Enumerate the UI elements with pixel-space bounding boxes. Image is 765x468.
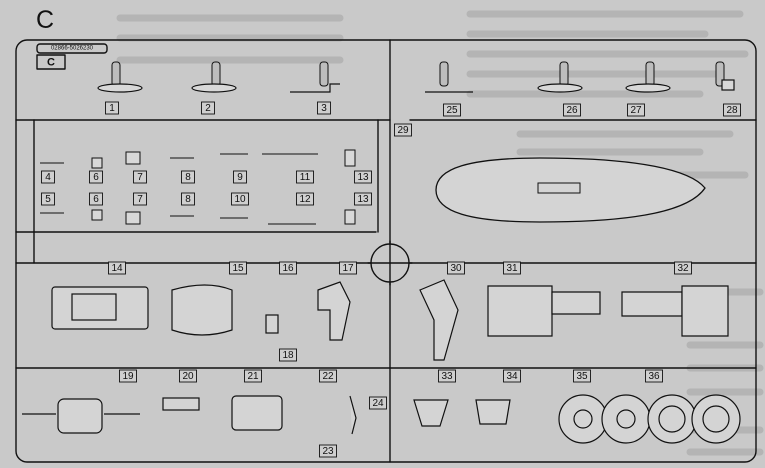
svg-text:29: 29 xyxy=(397,125,409,136)
svg-text:8: 8 xyxy=(185,172,191,183)
part-label-25: 25 xyxy=(443,103,461,117)
svg-text:32: 32 xyxy=(677,263,689,274)
svg-text:26: 26 xyxy=(566,105,578,116)
svg-text:21: 21 xyxy=(247,371,259,382)
part-label-8: 8 xyxy=(181,192,195,206)
part-label-36: 36 xyxy=(645,369,663,383)
svg-text:19: 19 xyxy=(122,371,134,382)
part-label-35: 35 xyxy=(573,369,591,383)
part-label-22: 22 xyxy=(319,369,337,383)
svg-text:16: 16 xyxy=(282,263,294,274)
part-label-30: 30 xyxy=(447,261,465,275)
part-label-7: 7 xyxy=(133,170,147,184)
part-label-7: 7 xyxy=(133,192,147,206)
svg-text:20: 20 xyxy=(182,371,194,382)
svg-text:28: 28 xyxy=(726,105,738,116)
svg-text:2: 2 xyxy=(205,103,211,114)
svg-text:35: 35 xyxy=(576,371,588,382)
part-label-13: 13 xyxy=(354,192,372,206)
svg-text:1: 1 xyxy=(109,103,115,114)
sprue-letter: C xyxy=(47,57,55,69)
svg-text:13: 13 xyxy=(357,194,369,205)
svg-text:33: 33 xyxy=(441,371,453,382)
svg-text:6: 6 xyxy=(93,194,99,205)
part-label-24: 24 xyxy=(369,396,387,410)
part-label-14: 14 xyxy=(108,261,126,275)
part-label-12: 12 xyxy=(296,192,314,206)
part-label-5: 5 xyxy=(41,192,55,206)
svg-text:22: 22 xyxy=(322,371,334,382)
part-label-19: 19 xyxy=(119,369,137,383)
part-label-9: 9 xyxy=(233,170,247,184)
part-label-28: 28 xyxy=(723,103,741,117)
svg-text:3: 3 xyxy=(321,103,327,114)
part-29-hull xyxy=(435,157,706,223)
part-label-3: 3 xyxy=(317,101,331,115)
svg-text:6: 6 xyxy=(93,172,99,183)
svg-text:11: 11 xyxy=(300,172,311,183)
part-label-6: 6 xyxy=(89,170,103,184)
svg-text:8: 8 xyxy=(185,194,191,205)
svg-text:13: 13 xyxy=(357,172,369,183)
part-label-1: 1 xyxy=(105,101,119,115)
svg-text:24: 24 xyxy=(372,398,384,409)
part-label-2: 2 xyxy=(201,101,215,115)
svg-text:5: 5 xyxy=(45,194,51,205)
sheet-letter: C xyxy=(36,6,55,34)
svg-text:12: 12 xyxy=(299,194,311,205)
part-label-16: 16 xyxy=(279,261,297,275)
svg-text:15: 15 xyxy=(232,263,244,274)
svg-text:25: 25 xyxy=(446,105,458,116)
part-label-6: 6 xyxy=(89,192,103,206)
svg-text:7: 7 xyxy=(137,194,143,205)
part-label-34: 34 xyxy=(503,369,521,383)
part-label-20: 20 xyxy=(179,369,197,383)
svg-text:30: 30 xyxy=(450,263,462,274)
svg-text:27: 27 xyxy=(630,105,642,116)
svg-text:7: 7 xyxy=(137,172,143,183)
part-label-27: 27 xyxy=(627,103,645,117)
svg-text:36: 36 xyxy=(648,371,660,382)
svg-text:9: 9 xyxy=(237,172,243,183)
part-label-11: 11 xyxy=(296,170,314,184)
part-label-17: 17 xyxy=(339,261,357,275)
svg-text:4: 4 xyxy=(45,172,51,183)
part-label-29: 29 xyxy=(394,123,412,137)
svg-text:18: 18 xyxy=(282,350,294,361)
part-label-8: 8 xyxy=(181,170,195,184)
part-label-18: 18 xyxy=(279,348,297,362)
sprue-frame xyxy=(15,39,757,463)
part-label-13: 13 xyxy=(354,170,372,184)
svg-text:17: 17 xyxy=(342,263,354,274)
svg-text:31: 31 xyxy=(506,263,518,274)
part-label-10: 10 xyxy=(231,192,249,206)
svg-text:10: 10 xyxy=(234,194,246,205)
svg-text:23: 23 xyxy=(322,446,334,457)
part-label-33: 33 xyxy=(438,369,456,383)
part-label-26: 26 xyxy=(563,103,581,117)
part-label-32: 32 xyxy=(674,261,692,275)
part-label-15: 15 xyxy=(229,261,247,275)
svg-text:14: 14 xyxy=(111,263,123,274)
sprue-code: 02866-5026230 xyxy=(51,46,94,52)
part-label-31: 31 xyxy=(503,261,521,275)
part-label-23: 23 xyxy=(319,444,337,458)
svg-text:34: 34 xyxy=(506,371,518,382)
part-label-21: 21 xyxy=(244,369,262,383)
part-label-4: 4 xyxy=(41,170,55,184)
